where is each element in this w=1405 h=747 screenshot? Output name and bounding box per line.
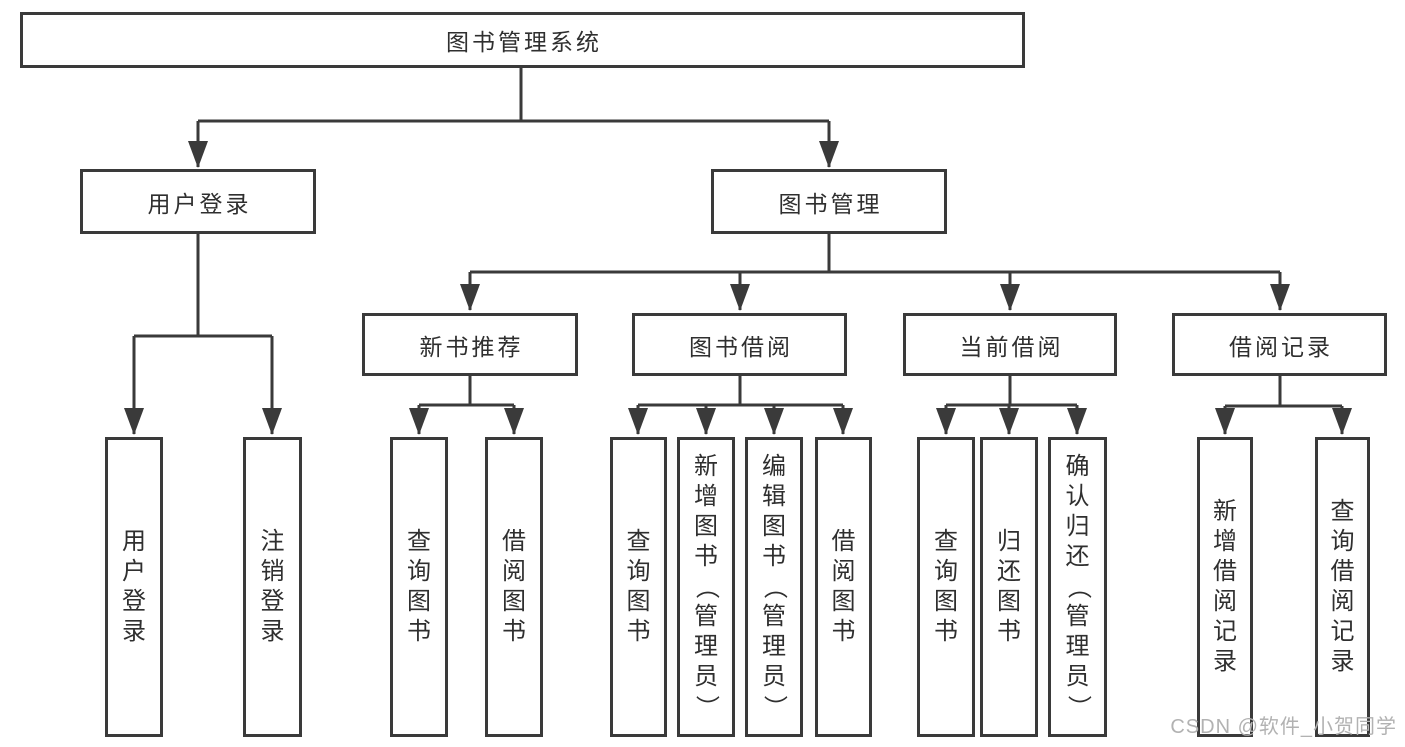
node-label: 确认归还（管理员） — [1064, 453, 1092, 719]
node-label: 编辑图书（管理员） — [761, 453, 788, 719]
node-label: 用户登录 — [147, 190, 252, 217]
node-label: 新增图书（管理员） — [693, 453, 720, 719]
diagram-node-query-book-current: 查询图书 — [917, 437, 975, 737]
diagram-node-user-login-action: 用户登录 — [105, 437, 163, 737]
node-label: 借阅图书 — [502, 528, 526, 645]
node-label: 借阅记录 — [1229, 333, 1333, 360]
diagram-node-book-manage: 图书管理 — [711, 169, 947, 234]
diagram-node-borrow-book-recommend: 借阅图书 — [485, 437, 543, 737]
diagram-node-borrow-record: 借阅记录 — [1172, 313, 1387, 376]
node-label: 新增借阅记录 — [1213, 498, 1237, 675]
node-label: 归还图书 — [997, 528, 1021, 645]
node-label: 借阅图书 — [831, 528, 856, 645]
node-label: 注销登录 — [260, 528, 285, 645]
node-label: 图书借阅 — [689, 333, 793, 360]
node-label: 新书推荐 — [419, 333, 524, 360]
diagram-node-edit-book-admin: 编辑图书（管理员） — [745, 437, 803, 737]
node-label: 当前借阅 — [959, 333, 1064, 360]
diagram-node-logout-action: 注销登录 — [243, 437, 302, 737]
diagram-node-add-borrow-record: 新增借阅记录 — [1197, 437, 1253, 737]
watermark-text: CSDN @软件_小贺同学 — [1170, 716, 1397, 738]
node-label: 用户登录 — [122, 528, 146, 645]
diagram-node-user-login: 用户登录 — [80, 169, 316, 234]
diagram-node-new-book-recommend: 新书推荐 — [362, 313, 578, 376]
node-label: 图书管理系统 — [446, 29, 602, 55]
diagram-node-current-borrow: 当前借阅 — [903, 313, 1117, 376]
diagram-node-query-book-recommend: 查询图书 — [390, 437, 448, 737]
diagram-node-borrow-book-action: 借阅图书 — [815, 437, 872, 737]
node-label: 查询图书 — [407, 528, 431, 645]
diagram-node-return-book: 归还图书 — [980, 437, 1038, 737]
diagram-node-confirm-return-admin: 确认归还（管理员） — [1048, 437, 1107, 737]
diagram-node-root: 图书管理系统 — [20, 12, 1025, 68]
node-label: 查询图书 — [934, 528, 958, 645]
diagram-node-book-borrow: 图书借阅 — [632, 313, 847, 376]
diagram-node-query-borrow-record: 查询借阅记录 — [1315, 437, 1370, 737]
node-label: 查询借阅记录 — [1330, 498, 1355, 675]
diagram-node-query-book-borrow: 查询图书 — [610, 437, 667, 737]
node-label: 图书管理 — [778, 190, 883, 217]
diagram-node-add-book-admin: 新增图书（管理员） — [677, 437, 735, 737]
node-label: 查询图书 — [626, 528, 651, 645]
